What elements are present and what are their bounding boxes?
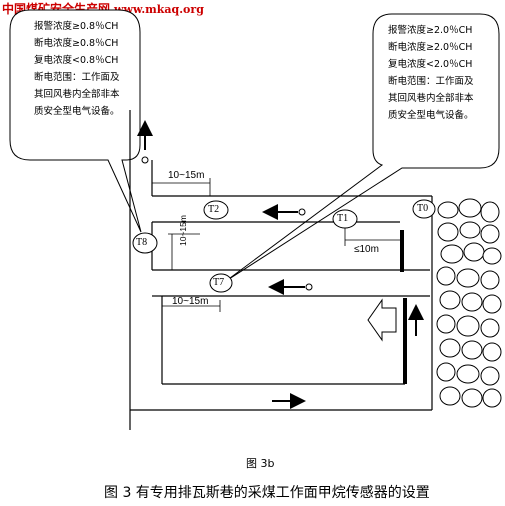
watermark-url: www.mkaq.org (114, 3, 204, 16)
left-callout-line-3: 复电浓度<0.8％CH (34, 55, 119, 66)
left-callout-text: 报警浓度≥0.8％CH 断电浓度≥0.8％CH 复电浓度<0.8％CH 断电范围… (34, 18, 120, 120)
point-marker-return (298, 208, 306, 216)
sensor-t2-circle (203, 200, 229, 220)
dimension-vertical-label: 10~15m (178, 215, 188, 246)
sensor-t2-label: T2 (208, 204, 220, 215)
left-callout-line-6: 质安全型电气设备。 (34, 106, 120, 117)
right-callout-line-3: 复电浓度<2.0％CH (388, 59, 473, 70)
right-callout-line-1: 报警浓度≥2.0％CH (388, 25, 473, 36)
sensor-t0-label: T0 (417, 203, 429, 214)
sensor-t7-circle (209, 273, 233, 293)
sensor-t7-label: T7 (213, 277, 225, 288)
right-callout-line-4: 断电范围：工作面及 (388, 76, 474, 87)
figure-title: 图 3 有专用排瓦斯巷的采煤工作面甲烷传感器的设置 (104, 485, 430, 501)
left-callout-line-4: 断电范围：工作面及 (34, 72, 120, 83)
figure-label: 图 3b (246, 457, 275, 470)
dimension-mid-label: 10~15m (172, 296, 209, 307)
right-callout-line-5: 其回风巷内全部非本 (388, 93, 474, 104)
sensor-t8-label: T8 (136, 237, 148, 248)
left-callout-line-5: 其回风巷内全部非本 (34, 89, 120, 100)
dimension-lines (152, 178, 402, 312)
sensor-t8-circle (132, 232, 158, 254)
point-marker-top (141, 156, 149, 164)
goaf-rocks (436, 198, 502, 408)
right-callout-line-6: 质安全型电气设备。 (388, 110, 474, 121)
right-callout-bubble (225, 13, 500, 282)
left-callout-line-2: 断电浓度≥0.8％CH (34, 38, 119, 49)
right-callout-text: 报警浓度≥2.0％CH 断电浓度≥2.0％CH 复电浓度<2.0％CH 断电范围… (388, 22, 474, 124)
hollow-leakage-arrow (367, 298, 397, 342)
dimension-top-label: 10~15m (168, 170, 205, 181)
roadway-lines (129, 110, 433, 430)
point-marker-mid (305, 283, 313, 291)
sensor-t0-circle (412, 199, 436, 219)
dimension-t1-distance-label: ≤10m (354, 244, 379, 255)
right-callout-line-2: 断电浓度≥2.0％CH (388, 42, 473, 53)
left-callout-line-1: 报警浓度≥0.8％CH (34, 21, 119, 32)
left-callout-bubble (9, 9, 142, 233)
sensor-t1-label: T1 (337, 213, 349, 224)
